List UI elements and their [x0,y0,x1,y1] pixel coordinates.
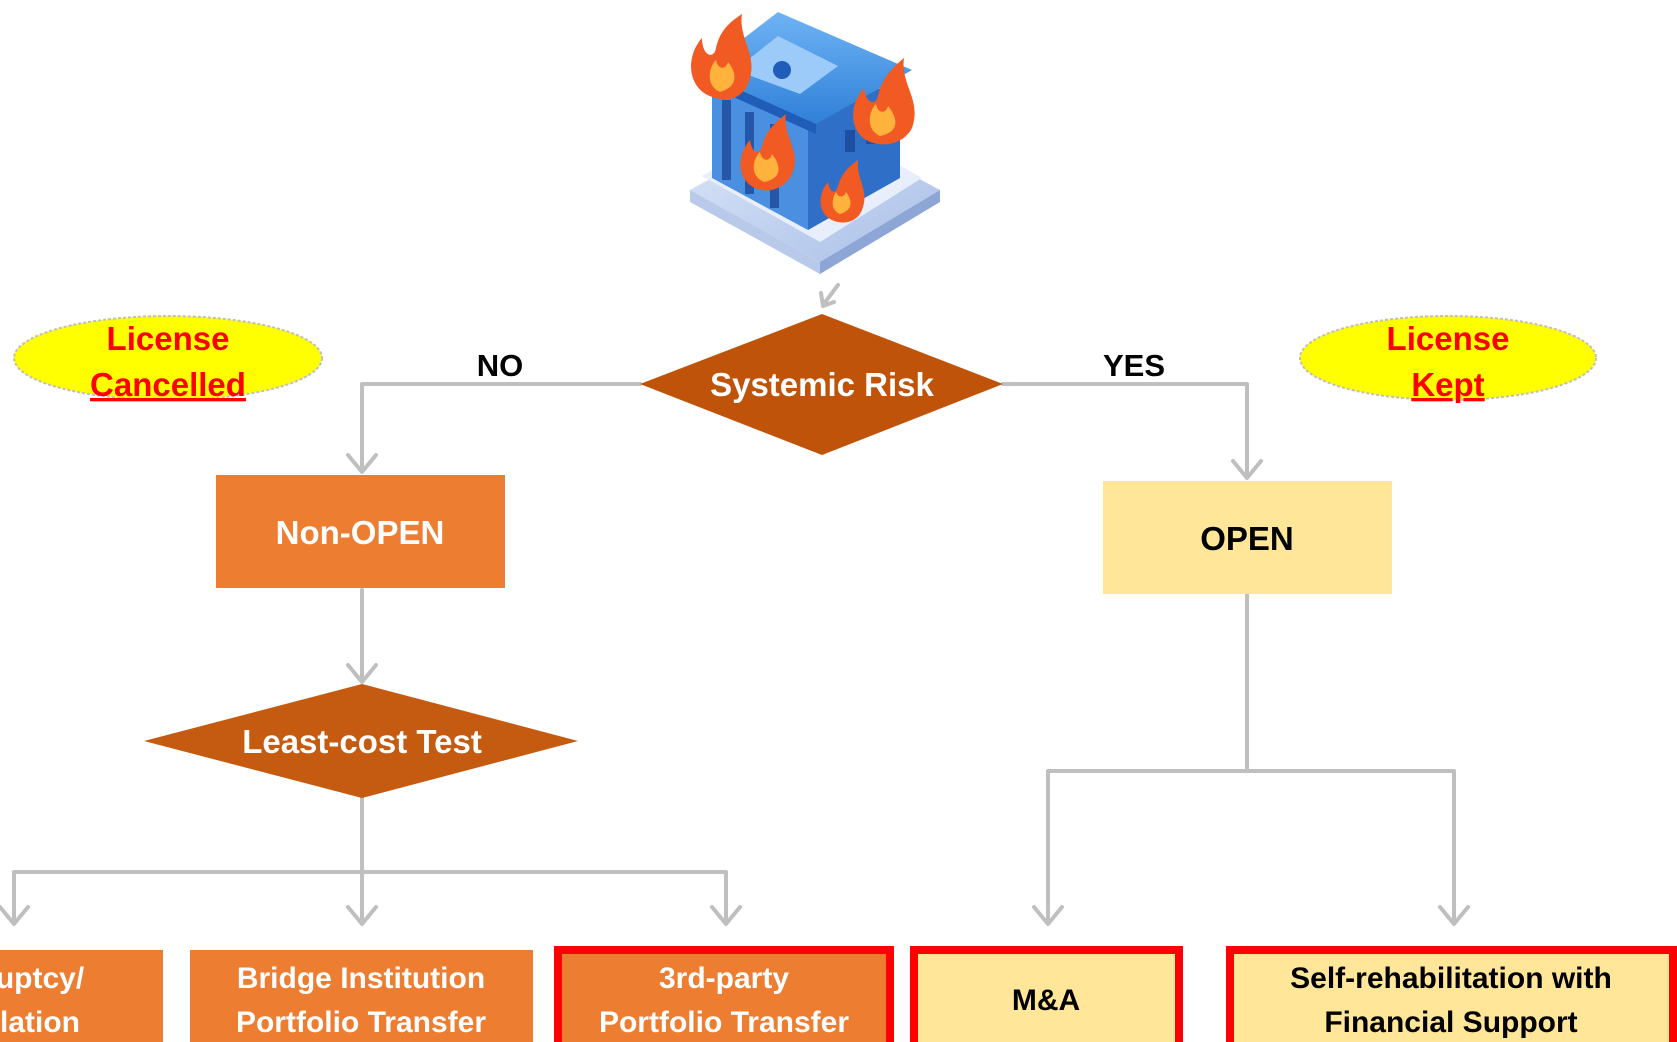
non-open-label: Non-OPEN [276,514,445,551]
decision-systemic-risk: Systemic Risk [640,314,1003,455]
outcome-bankruptcy: uptcy/ lation [0,950,163,1042]
badge-license-cancelled: License Cancelled [13,315,323,403]
burning-bank-icon [690,12,940,274]
self-rehab-line-2: Financial Support [1324,1006,1577,1039]
systemic-risk-label: Systemic Risk [710,366,934,403]
badge-license-kept: License Kept [1299,315,1597,403]
open-label: OPEN [1200,520,1294,557]
outcome-ma: M&A [910,946,1183,1042]
bridge-line-1: Bridge Institution [237,962,485,995]
no-branch-line [360,382,642,472]
third-party-line-1: 3rd-party [659,962,789,995]
badge-right-line-2: Kept [1411,366,1484,403]
bankruptcy-line-1: uptcy/ [0,962,85,995]
least-cost-label: Least-cost Test [242,723,482,760]
outcome-bridge-institution: Bridge Institution Portfolio Transfer [190,950,533,1042]
self-rehab-line-1: Self-rehabilitation with [1290,962,1612,995]
node-open: OPEN [1103,481,1392,594]
bridge-line-2: Portfolio Transfer [236,1006,486,1039]
outcome-self-rehabilitation: Self-rehabilitation with Financial Suppo… [1226,946,1677,1042]
badge-left-line-2: Cancelled [90,366,246,403]
node-non-open: Non-OPEN [216,475,505,588]
connectors [0,283,1470,926]
third-party-line-2: Portfolio Transfer [599,1006,849,1039]
no-label: NO [477,348,524,383]
ma-label: M&A [1012,984,1080,1017]
bankruptcy-line-2: lation [0,1006,80,1039]
decision-least-cost: Least-cost Test [144,684,578,798]
yes-label: YES [1103,348,1165,383]
badge-right-line-1: License [1387,320,1510,357]
badge-left-line-1: License [107,320,230,357]
outcome-third-party: 3rd-party Portfolio Transfer [554,946,894,1042]
yes-branch-line [1001,382,1249,478]
